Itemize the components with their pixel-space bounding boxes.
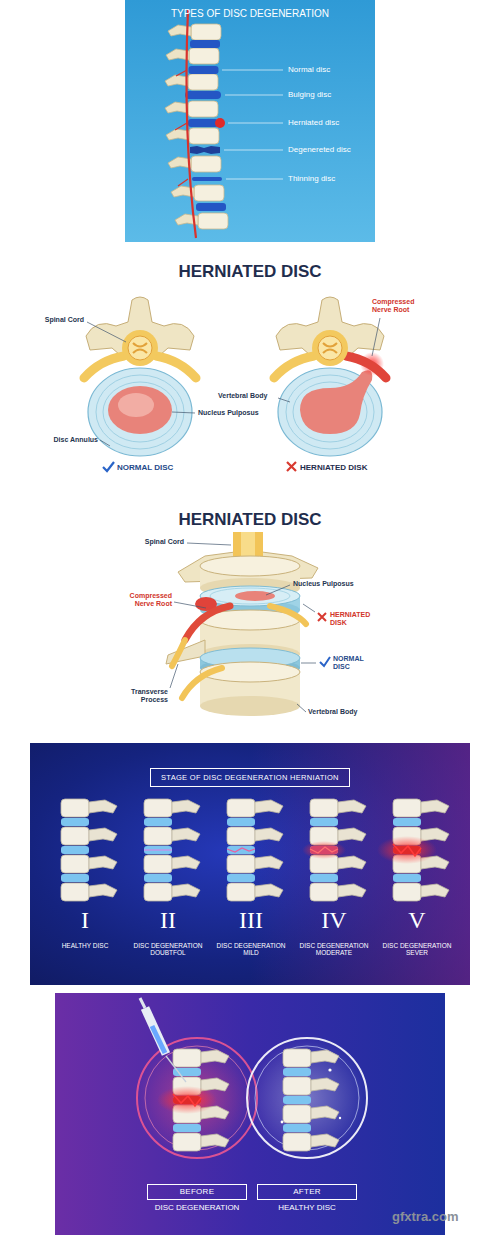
section-title: HERNIATED DISC: [100, 510, 400, 530]
disc-type-label: Thinning disc: [288, 174, 373, 183]
stage-caption: DISC DEGENERATION MODERATE: [295, 942, 373, 957]
part-label: Nucleus Pulposus: [198, 409, 268, 417]
section-title: HERNIATED DISC: [100, 262, 400, 282]
status-box: AFTER: [257, 1184, 357, 1200]
part-label: Vertebral Body: [218, 392, 280, 400]
disc-type-label: Herniated disc: [288, 118, 373, 127]
treatment-panel: [55, 993, 445, 1235]
stage-numeral: I: [65, 908, 105, 932]
watermark: gfxtra.com: [392, 1210, 492, 1225]
status-label: NORMAL DISC: [333, 655, 379, 671]
disc-type-label: Bulging disc: [288, 90, 373, 99]
part-label: Compressed Nerve Root: [372, 298, 426, 314]
stage-caption: DISC DEGENERATION MILD: [212, 942, 290, 957]
caption: HEALTHY DISC: [247, 1203, 367, 1212]
axial-sections: [84, 297, 386, 471]
part-label: Disc Annulus: [28, 436, 98, 444]
part-label: Compressed Nerve Root: [118, 592, 172, 608]
part-label: Nucleus Pulposus: [293, 580, 368, 588]
stage-caption: DISC DEGENERATION SEVER: [378, 942, 456, 957]
stage-numeral: III: [231, 908, 271, 932]
status-box: BEFORE: [147, 1184, 247, 1200]
stacked-vertebrae: [166, 532, 330, 716]
box-text: AFTER: [264, 1187, 350, 1197]
disc-type-label: Degenereted disc: [288, 145, 373, 154]
stage-numeral: IV: [314, 908, 354, 932]
title-box: STAGE OF DISC DEGENERATION HERNIATION: [150, 768, 350, 787]
stage-caption: HEALTHY DISC: [46, 942, 124, 949]
stages-panel: [30, 743, 470, 985]
panel-title: TYPES OF DISC DEGENERATION: [130, 8, 370, 20]
box-text: BEFORE: [154, 1187, 240, 1197]
status-label: HERNIATED DISK: [300, 463, 395, 472]
stage-caption: DISC DEGENERATION DOUBTFOL: [129, 942, 207, 957]
stage-numeral: V: [397, 908, 437, 932]
part-label: Transverse Process: [118, 688, 168, 704]
status-label: NORMAL DISC: [117, 463, 197, 472]
disc-type-label: Normal disc: [288, 65, 373, 74]
box-text: STAGE OF DISC DEGENERATION HERNIATION: [161, 773, 339, 782]
part-label: Spinal Cord: [14, 316, 84, 324]
part-label: Spinal Cord: [114, 538, 184, 546]
part-label: Vertebral Body: [308, 708, 383, 716]
caption: DISC DEGENERATION: [137, 1203, 257, 1212]
spine-panel: [125, 0, 375, 242]
status-label: HERNIATED DISK: [330, 611, 378, 627]
stage-numeral: II: [148, 908, 188, 932]
